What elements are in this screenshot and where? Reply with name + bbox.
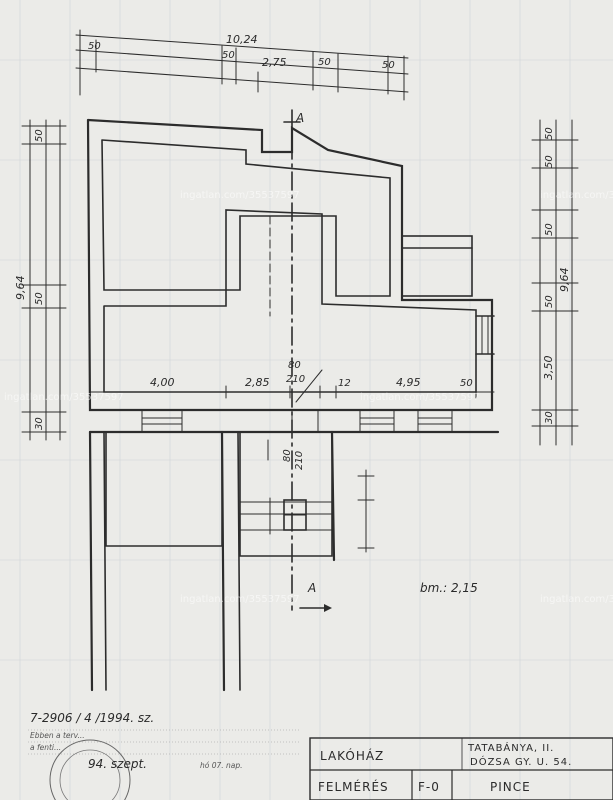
watermark-3: ingatlan.com/35537597 xyxy=(4,392,124,403)
right-dim-5: 3,50 xyxy=(542,356,555,381)
right-dim-2: 50 xyxy=(544,155,555,168)
title-sheet-type: FELMÉRÉS xyxy=(318,779,389,794)
left-overall-dim: 9,64 xyxy=(14,276,27,301)
dim-door2-width: 80 xyxy=(282,449,293,462)
room-dimension-line xyxy=(89,369,495,403)
right-dimension-lines xyxy=(531,119,579,446)
dim-door-height: 210 xyxy=(286,374,305,385)
section-mark-top: A xyxy=(295,111,304,125)
top-overall-dim: 10,24 xyxy=(226,33,258,46)
right-dim-4: 50 xyxy=(544,295,555,308)
left-dimension-lines xyxy=(21,119,67,441)
left-bottom-wall-dim: 30 xyxy=(34,417,45,430)
section-mark-bottom: A xyxy=(307,581,316,595)
title-block xyxy=(309,737,613,800)
height-note: bm.: 2,15 xyxy=(420,581,478,595)
right-dim-3: 50 xyxy=(544,223,555,236)
stamp-date-prefix: 94. szept. xyxy=(88,757,147,771)
title-address-line-2: DÓZSA GY. U. 54. xyxy=(470,755,572,768)
dim-wall-12: 12 xyxy=(338,378,351,389)
stair-dimension-lines xyxy=(357,469,375,553)
top-right-wall-dim: 50 xyxy=(382,60,395,71)
title-address-line-1: TATABÁNYA, II. xyxy=(467,741,554,754)
title-level-code: F-0 xyxy=(418,780,440,794)
dim-left-span: 4,00 xyxy=(150,376,175,389)
dim-door-width: 80 xyxy=(288,360,301,371)
watermark-5: ingatlan.com/35537597 xyxy=(180,594,300,605)
watermark-6: ingatlan.com/35537597 xyxy=(540,594,613,605)
title-building: LAKÓHÁZ xyxy=(320,748,384,763)
watermark-1: ingatlan.com/35537597 xyxy=(180,190,300,201)
left-top-wall-dim: 50 xyxy=(34,129,45,142)
dim-right-span: 4,95 xyxy=(396,376,421,389)
dim-mid-span: 2,85 xyxy=(245,376,270,389)
dim-right-wall: 50 xyxy=(460,378,473,389)
dim-door2-height: 210 xyxy=(294,451,305,470)
stamp-line-2: a fenti... xyxy=(30,743,61,752)
top-inner-wall-dim: 50 xyxy=(222,50,235,61)
left-middle-wall-dim: 50 xyxy=(34,292,45,305)
top-span-dim: 2,75 xyxy=(262,56,287,69)
top-left-wall-dim: 50 xyxy=(88,41,101,52)
stamp-date-suffix: hó 07. nap. xyxy=(200,761,243,770)
watermark-2: ingatlan.com/35537597 xyxy=(540,190,613,201)
lower-wing-walls xyxy=(88,409,500,692)
top-right-inner-wall-dim: 50 xyxy=(318,57,331,68)
section-line-a xyxy=(267,109,332,612)
right-overall-dim: 9,64 xyxy=(558,268,571,293)
stamp-line-1: Ebben a terv... xyxy=(30,731,85,740)
right-dim-6: 30 xyxy=(544,411,555,424)
title-level-name: PINCE xyxy=(490,780,531,794)
stamp-reference: 7-2906 / 4 /1994. sz. xyxy=(30,711,154,725)
approval-stamp xyxy=(28,729,300,800)
top-dimension-lines xyxy=(75,29,409,101)
watermark-4: ingatlan.com/35537597 xyxy=(360,392,480,403)
right-dim-1: 50 xyxy=(544,127,555,140)
